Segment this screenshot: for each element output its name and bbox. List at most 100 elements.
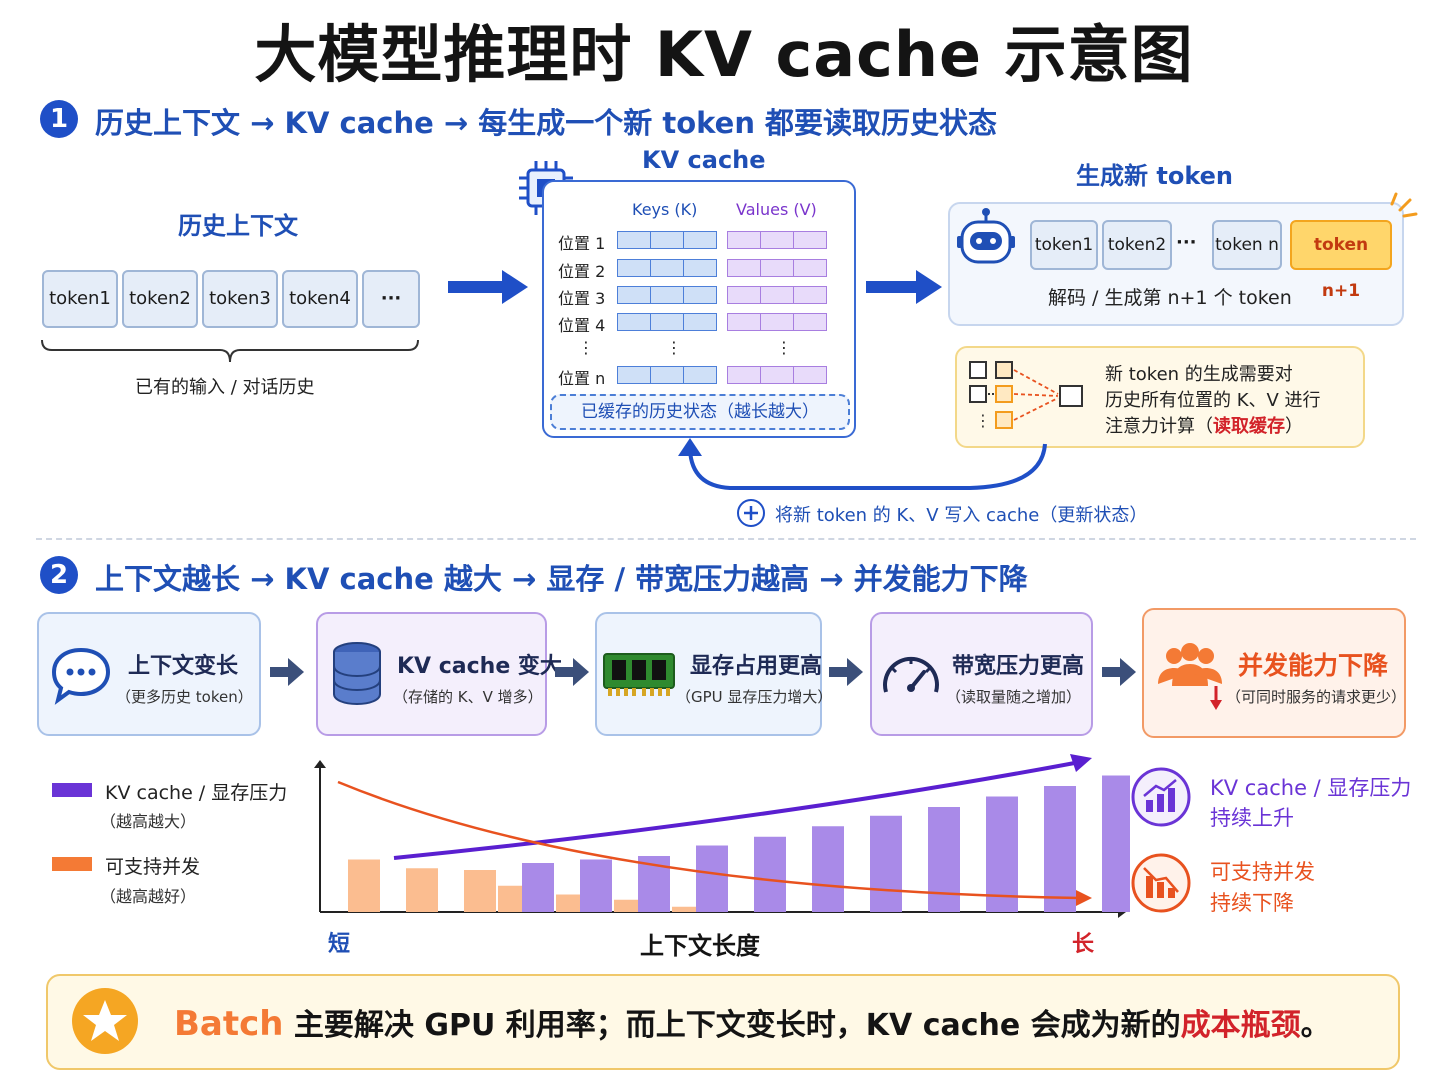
note-line-3-suffix: ） xyxy=(1285,416,1303,437)
kv-bar xyxy=(986,796,1018,912)
side-note-concurrency-line2: 持续下降 xyxy=(1210,891,1294,915)
legend-label-kv: KV cache / 显存压力 xyxy=(105,782,288,804)
side-note-kv-line1: KV cache / 显存压力 xyxy=(1210,776,1412,800)
speedometer-icon xyxy=(883,656,939,693)
value-cell xyxy=(727,231,761,249)
arrow-right-icon xyxy=(555,658,589,686)
card-title: 并发能力下降 xyxy=(1238,651,1389,680)
kv-cache-title: KV cache xyxy=(642,146,766,174)
kv-bar xyxy=(870,815,902,912)
note-line-3: 注意力计算（读取缓存） xyxy=(1105,412,1303,438)
card-bandwidth-higher xyxy=(870,612,1093,736)
legend-label-concurrency: 可支持并发 xyxy=(105,856,201,878)
key-cell xyxy=(683,259,717,277)
footer-prefix: Batch xyxy=(174,1004,284,1044)
concurrency-trend-arrow xyxy=(1076,890,1092,906)
kv-bar xyxy=(928,807,960,912)
gen-token: token1 xyxy=(1030,220,1098,270)
key-cell xyxy=(683,366,717,384)
key-cell xyxy=(617,366,651,384)
kv-bar xyxy=(754,836,786,912)
write-back-arrow xyxy=(678,438,1047,490)
kv-row-ellipsis: ⋮ xyxy=(666,338,682,357)
arrow-right-icon xyxy=(829,658,863,686)
value-cell xyxy=(727,259,761,277)
key-cell xyxy=(650,313,684,331)
history-brace xyxy=(41,339,419,363)
read-cache-highlight: 读取缓存 xyxy=(1213,416,1285,437)
concurrency-bar xyxy=(614,899,638,912)
gen-token: token n xyxy=(1212,220,1282,270)
value-cell xyxy=(793,259,827,277)
footer-banner xyxy=(46,974,1400,1070)
kv-row-label: 位置 1 xyxy=(558,234,606,253)
star-badge-icon xyxy=(72,988,138,1054)
key-cell xyxy=(617,259,651,277)
kv-row-label: ⋮ xyxy=(578,338,594,357)
footer-text: Batch 主要解决 GPU 利用率；而上下文变长时，KV cache 会成为新… xyxy=(174,1000,1331,1044)
concurrency-bar xyxy=(348,859,380,912)
card-memory-higher xyxy=(595,612,822,736)
history-token: token3 xyxy=(202,270,278,328)
database-icon xyxy=(333,642,381,706)
card-sub: （更多历史 token） xyxy=(116,688,253,706)
kv-row-label: 位置 2 xyxy=(558,262,606,281)
section-divider xyxy=(36,538,1416,540)
chart-down-icon xyxy=(1131,853,1191,913)
section-1-number: 1 xyxy=(40,100,78,138)
note-line-2: 历史所有位置的 K、V 进行 xyxy=(1105,390,1321,411)
card-title: KV cache 变大 xyxy=(397,654,562,679)
value-cell xyxy=(760,313,794,331)
value-cell xyxy=(793,366,827,384)
chart-up-icon xyxy=(1131,767,1191,827)
key-cell xyxy=(650,259,684,277)
side-note-concurrency-line1: 可支持并发 xyxy=(1210,860,1315,884)
arrow-right-icon xyxy=(448,270,528,304)
concurrency-bar xyxy=(406,868,438,912)
card-title: 上下文变长 xyxy=(128,654,239,679)
section-1-heading: 历史上下文 → KV cache → 每生成一个新 token 都要读取历史状态 xyxy=(95,106,998,140)
kv-row-label: 位置 4 xyxy=(558,316,606,335)
x-axis-long: 长 xyxy=(1072,932,1095,957)
value-cell xyxy=(727,313,761,331)
kv-bar xyxy=(696,845,728,912)
kv-bar xyxy=(812,826,844,912)
card-title: 显存占用更高 xyxy=(690,654,823,679)
footer-highlight: 成本瓶颈 xyxy=(1180,1008,1301,1043)
history-token-ellipsis: ··· xyxy=(362,270,420,328)
kv-row-label: 位置 n xyxy=(558,369,606,388)
new-token: token n+1 xyxy=(1290,220,1392,301)
concurrency-bar xyxy=(672,906,696,912)
value-cell xyxy=(793,231,827,249)
attention-diagram-icon: ⋮ xyxy=(969,361,1083,430)
footer-suffix: 。 xyxy=(1300,1008,1331,1043)
concurrency-bar xyxy=(556,894,580,912)
arrow-right-icon xyxy=(270,658,304,686)
values-label: Values (V) xyxy=(736,200,817,219)
svg-text:⋮: ⋮ xyxy=(975,411,991,430)
card-title: 带宽压力更高 xyxy=(952,654,1085,679)
history-token: token2 xyxy=(122,270,198,328)
key-cell xyxy=(617,231,651,249)
section-2-number: 2 xyxy=(40,556,78,594)
key-cell xyxy=(650,231,684,249)
note-line-3-prefix: 注意力计算（ xyxy=(1105,416,1213,437)
kv-concurrency-chart xyxy=(314,754,1130,918)
x-axis-short: 短 xyxy=(328,932,351,957)
kv-bar xyxy=(580,859,612,912)
arrow-right-icon xyxy=(1102,658,1136,686)
key-cell xyxy=(683,313,717,331)
cached-history-label: 已缓存的历史状态（越长越大） xyxy=(550,394,850,430)
value-cell xyxy=(760,259,794,277)
legend-swatch-concurrency xyxy=(52,857,92,871)
concurrency-bar xyxy=(498,885,522,912)
value-cell xyxy=(760,366,794,384)
key-cell xyxy=(683,231,717,249)
gen-token-ellipsis: ··· xyxy=(1176,232,1197,253)
gen-title: 生成新 token xyxy=(1076,162,1233,190)
key-cell xyxy=(650,366,684,384)
gen-caption: 解码 / 生成第 n+1 个 token xyxy=(1048,287,1292,309)
history-token: token1 xyxy=(42,270,118,328)
key-cell xyxy=(683,286,717,304)
chat-bubble-icon xyxy=(51,647,111,705)
